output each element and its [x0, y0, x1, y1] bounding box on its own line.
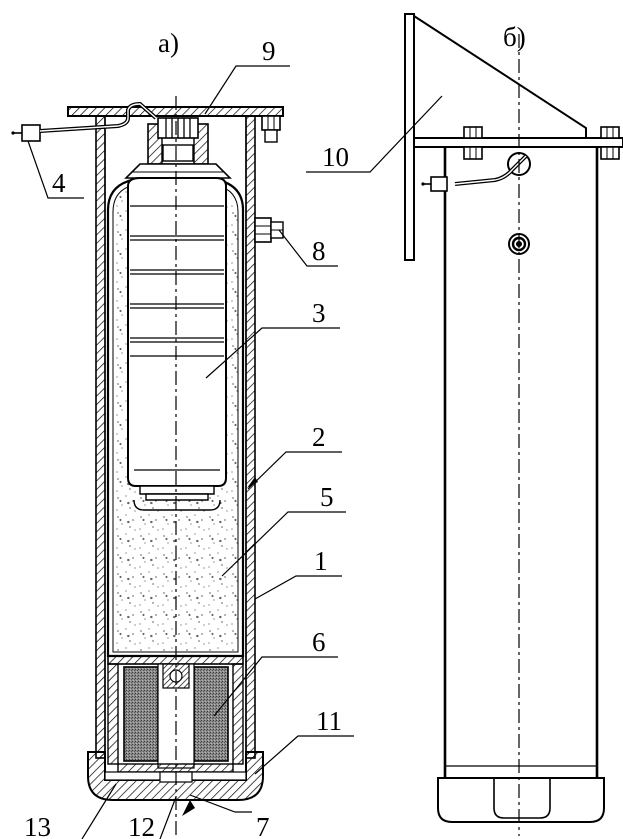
callout-9: 9 — [262, 36, 276, 66]
callout-4: 4 — [52, 168, 66, 198]
cable-connector — [11, 101, 158, 142]
cable-entry-side — [421, 152, 531, 192]
bottom-cap — [87, 751, 264, 801]
side-bolt — [254, 217, 284, 243]
view-a-section: а) 9 4 8 3 2 5 1 6 11 13 12 7 — [11, 28, 354, 839]
bracket-bolts — [463, 126, 620, 160]
callout-12: 12 — [128, 812, 155, 839]
outer-housing-wall-right — [245, 115, 256, 759]
callout-3: 3 — [312, 298, 326, 328]
outer-housing-wall-left — [95, 115, 106, 759]
callout-6: 6 — [312, 627, 326, 657]
bottom-cap-side — [437, 777, 605, 823]
flange-bolt-right — [261, 115, 281, 143]
callout-1: 1 — [314, 546, 328, 576]
module-body — [127, 177, 227, 511]
view-b-side: б) 10 — [306, 13, 623, 836]
callout-13: 13 — [24, 812, 51, 839]
leader-10 — [306, 95, 443, 173]
callout-10: 10 — [322, 142, 349, 172]
callout-8: 8 — [312, 236, 326, 266]
callout-2: 2 — [312, 422, 326, 452]
callout-7: 7 — [256, 812, 270, 839]
callout-11: 11 — [316, 706, 342, 736]
view-b-caption: б) — [503, 22, 526, 52]
view-a-caption: а) — [158, 28, 179, 58]
leader-lines-a — [27, 65, 354, 839]
top-header — [124, 117, 232, 179]
callout-5: 5 — [320, 482, 334, 512]
